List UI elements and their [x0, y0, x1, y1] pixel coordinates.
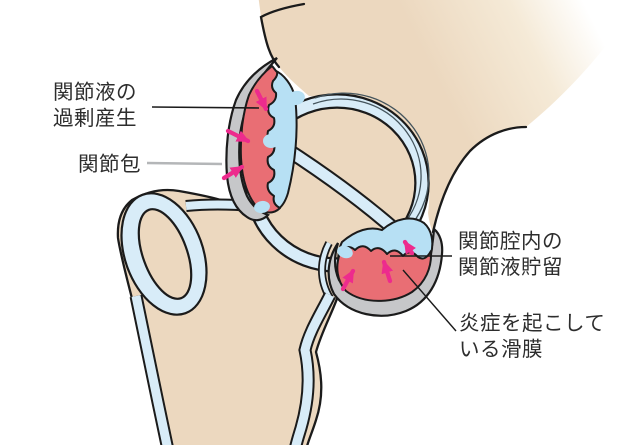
label-fluid-overproduction: 関節液の 過剰産生	[53, 80, 137, 131]
inflamed-synovium-upper	[239, 65, 281, 214]
label-inflamed-synovium-line1: 炎症を起こして	[459, 311, 606, 335]
label-fluid-retention-line1: 関節腔内の	[458, 229, 563, 253]
label-inflamed-synovium-line2: いる滑膜	[459, 336, 543, 361]
capsule-loop-window	[137, 208, 193, 300]
cartilage-line-outer	[314, 92, 430, 230]
pelvis-bone	[258, 0, 639, 232]
pelvis-outline-left	[259, 2, 306, 69]
label-joint-capsule-text: 関節包	[78, 152, 141, 176]
fluid-arrow-lower-2	[381, 259, 394, 284]
fluid-arrow-upper-3	[221, 164, 245, 181]
label-fluid-retention-line2: 関節液貯留	[458, 254, 563, 279]
capsule-strip-pouch-fill	[319, 241, 332, 300]
pelvis-outline-right	[431, 125, 528, 234]
label-joint-capsule: 関節包	[78, 152, 141, 178]
capsule-strip-right-fill	[291, 292, 335, 445]
fluid-arrow-upper-2	[225, 128, 251, 144]
leader-inflamed-synovium	[402, 269, 457, 332]
fluid-arrow-lower-1	[340, 268, 356, 292]
fluid-arrow-lower-3	[402, 239, 416, 256]
leader-fluid-overproduction	[151, 106, 260, 109]
cartilage-line-inner	[312, 98, 422, 227]
label-inflamed-synovium: 炎症を起こして いる滑膜	[459, 311, 605, 362]
fluid-arrows	[221, 88, 416, 292]
label-fluid-overproduction-line2: 過剰産生	[53, 105, 137, 130]
fluid-arrow-upper-1	[254, 88, 269, 112]
label-fluid-overproduction-line1: 関節液の	[53, 80, 137, 104]
label-fluid-retention: 関節腔内の 関節液貯留	[458, 229, 563, 280]
leader-joint-capsule	[146, 161, 223, 166]
capsule-strip-left-fill	[131, 295, 172, 445]
